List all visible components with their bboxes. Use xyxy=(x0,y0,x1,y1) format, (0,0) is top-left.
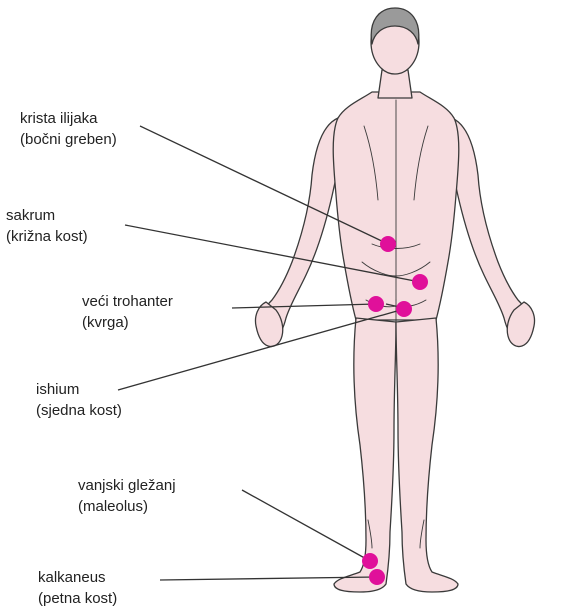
label-trohanter-line2: (kvrga) xyxy=(82,312,173,333)
label-trohanter-line1: veći trohanter xyxy=(82,291,173,312)
marker-ishium xyxy=(396,301,412,317)
label-sakrum-line1: sakrum xyxy=(6,205,88,226)
marker-trohanter xyxy=(368,296,384,312)
right-arm xyxy=(448,118,528,338)
marker-maleolus xyxy=(362,553,378,569)
label-ishium-line2: (sjedna kost) xyxy=(36,400,122,421)
label-sakrum-line2: (križna kost) xyxy=(6,226,88,247)
marker-sakrum xyxy=(412,274,428,290)
leader-maleolus xyxy=(242,490,370,561)
label-trohanter: veći trohanter (kvrga) xyxy=(82,291,173,333)
human-figure-back-view xyxy=(255,8,534,592)
marker-krista xyxy=(380,236,396,252)
label-maleolus-line1: vanjski gležanj xyxy=(78,475,176,496)
label-kalkaneus-line1: kalkaneus xyxy=(38,567,117,588)
left-leg xyxy=(334,318,396,592)
label-kalkaneus-line2: (petna kost) xyxy=(38,588,117,609)
label-kalkaneus: kalkaneus (petna kost) xyxy=(38,567,117,609)
label-krista-line1: krista ilijaka xyxy=(20,108,117,129)
label-krista: krista ilijaka (bočni greben) xyxy=(20,108,117,150)
label-krista-line2: (bočni greben) xyxy=(20,129,117,150)
label-ishium: ishium (sjedna kost) xyxy=(36,379,122,421)
right-leg xyxy=(396,318,458,592)
marker-kalkaneus xyxy=(369,569,385,585)
label-maleolus: vanjski gležanj (maleolus) xyxy=(78,475,176,517)
label-maleolus-line2: (maleolus) xyxy=(78,496,176,517)
label-ishium-line1: ishium xyxy=(36,379,122,400)
label-sakrum: sakrum (križna kost) xyxy=(6,205,88,247)
